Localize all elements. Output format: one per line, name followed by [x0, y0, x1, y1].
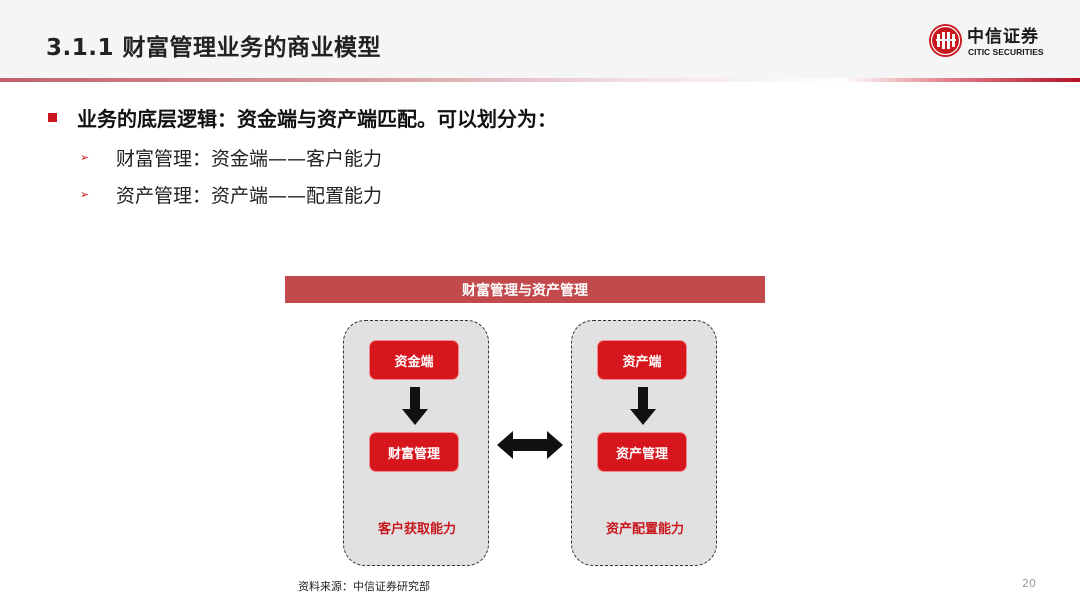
logo-english-name: CITIC SECURITIES	[968, 47, 1044, 57]
panel-asset-side: 资产端 资产管理 资产配置能力	[571, 320, 717, 566]
box-asset-side: 资产端	[598, 341, 686, 379]
sub-bullet-text: 资产管理：资产端——配置能力	[116, 185, 383, 207]
square-bullet-icon	[48, 113, 57, 122]
sub-bullet-text: 财富管理：资金端——客户能力	[116, 148, 383, 170]
arrow-bullet-icon: ➢	[80, 188, 90, 201]
main-bullet: 业务的底层逻辑：资金端与资产端匹配。可以划分为：	[48, 103, 557, 132]
sub-bullet-asset-management: ➢ 资产管理：资产端——配置能力	[80, 181, 382, 208]
panel-capital-side: 资金端 财富管理 客户获取能力	[343, 320, 489, 566]
capability-label: 客户获取能力	[377, 522, 456, 537]
box-capital-side: 资金端	[370, 341, 458, 379]
diagram-title: 财富管理与资产管理	[285, 276, 765, 303]
main-bullet-text: 业务的底层逻辑：资金端与资产端匹配。可以划分为：	[77, 107, 557, 131]
double-arrow-icon	[497, 431, 563, 459]
arrow-bullet-icon: ➢	[80, 151, 90, 164]
box-asset-management: 资产管理	[598, 433, 686, 471]
slide-title: 3.1.1 财富管理业务的商业模型	[46, 35, 381, 61]
box-wealth-management: 财富管理	[370, 433, 458, 471]
header-divider	[0, 78, 1080, 82]
slide-header: 3.1.1 财富管理业务的商业模型 中信证券 CITIC SECURITIES	[0, 0, 1080, 78]
down-arrow-icon	[402, 387, 428, 425]
page-number: 20	[1022, 577, 1036, 590]
down-arrow-icon	[630, 387, 656, 425]
citic-logo: 中信证券 CITIC SECURITIES	[929, 22, 1059, 62]
capability-label: 资产配置能力	[605, 522, 684, 537]
logo-chinese-name: 中信证券	[967, 27, 1039, 47]
citic-logo-icon	[929, 24, 962, 57]
sub-bullet-wealth-management: ➢ 财富管理：资金端——客户能力	[80, 144, 382, 171]
source-note: 资料来源：中信证券研究部	[298, 580, 430, 593]
